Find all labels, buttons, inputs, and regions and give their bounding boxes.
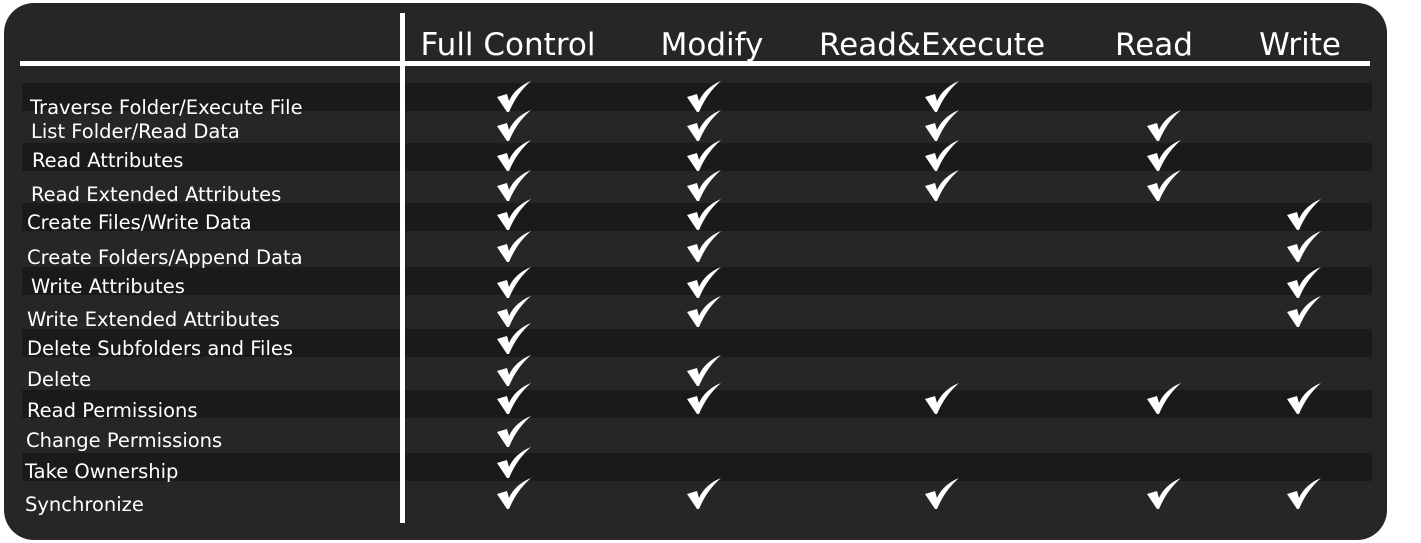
checkmark-icon [496,110,532,142]
checkmark-icon [496,81,532,113]
row-label: Create Files/Write Data [27,211,252,234]
row-label: Traverse Folder/Execute File [30,96,303,119]
checkmark-icon [1286,267,1322,299]
checkmark-icon [924,140,960,172]
row-label: Delete [27,368,92,391]
checkmark-icon [686,110,722,142]
checkmark-icon [496,170,532,202]
row-label: List Folder/Read Data [31,120,240,143]
checkmark-icon [496,231,532,263]
checkmark-icon [1146,478,1182,510]
row-stripe [22,329,1372,357]
checkmark-icon [924,110,960,142]
checkmark-icon [1146,383,1182,415]
checkmark-icon [1286,199,1322,231]
checkmark-icon [686,355,722,387]
checkmark-icon [496,267,532,299]
checkmark-icon [1286,478,1322,510]
row-label: Synchronize [25,493,144,516]
checkmark-icon [1146,110,1182,142]
checkmark-icon [496,199,532,231]
checkmark-icon [496,140,532,172]
checkmark-icon [686,140,722,172]
checkmark-icon [686,383,722,415]
row-label: Take Ownership [25,460,179,483]
row-label: Delete Subfolders and Files [27,337,294,360]
checkmark-icon [1286,231,1322,263]
checkmark-icon [924,478,960,510]
checkmark-icon [496,447,532,479]
checkmark-icon [1146,170,1182,202]
checkmark-icon [924,170,960,202]
checkmark-icon [496,416,532,448]
checkmark-icon [686,296,722,328]
row-label: Change Permissions [26,429,223,452]
checkmark-icon [924,383,960,415]
column-header-write: Write [1259,27,1341,63]
checkmark-icon [686,199,722,231]
column-header-read-execute: Read&Execute [818,27,1046,63]
column-header-read: Read [1115,27,1193,63]
row-label: Write Extended Attributes [27,308,280,331]
row-label: Read Extended Attributes [31,183,282,206]
checkmark-icon [496,355,532,387]
checkmark-icon [1146,140,1182,172]
row-label: Create Folders/Append Data [27,246,303,269]
checkmark-icon [496,383,532,415]
column-header-full-control: Full Control [420,27,596,63]
permissions-table: Full Control Modify Read&Execute Read Wr… [4,3,1387,540]
row-label: Write Attributes [31,275,185,298]
checkmark-icon [1286,383,1322,415]
checkmark-icon [686,170,722,202]
checkmark-icon [686,81,722,113]
checkmark-icon [1286,296,1322,328]
checkmark-icon [924,81,960,113]
row-label: Read Attributes [32,149,184,172]
checkmark-icon [686,267,722,299]
column-divider [400,13,405,523]
row-label: Read Permissions [27,399,198,422]
column-header-modify: Modify [660,27,764,63]
header-divider [20,61,1370,66]
checkmark-icon [496,478,532,510]
row-stripe [22,453,1372,481]
checkmark-icon [686,478,722,510]
checkmark-icon [496,296,532,328]
checkmark-icon [496,323,532,355]
checkmark-icon [686,231,722,263]
